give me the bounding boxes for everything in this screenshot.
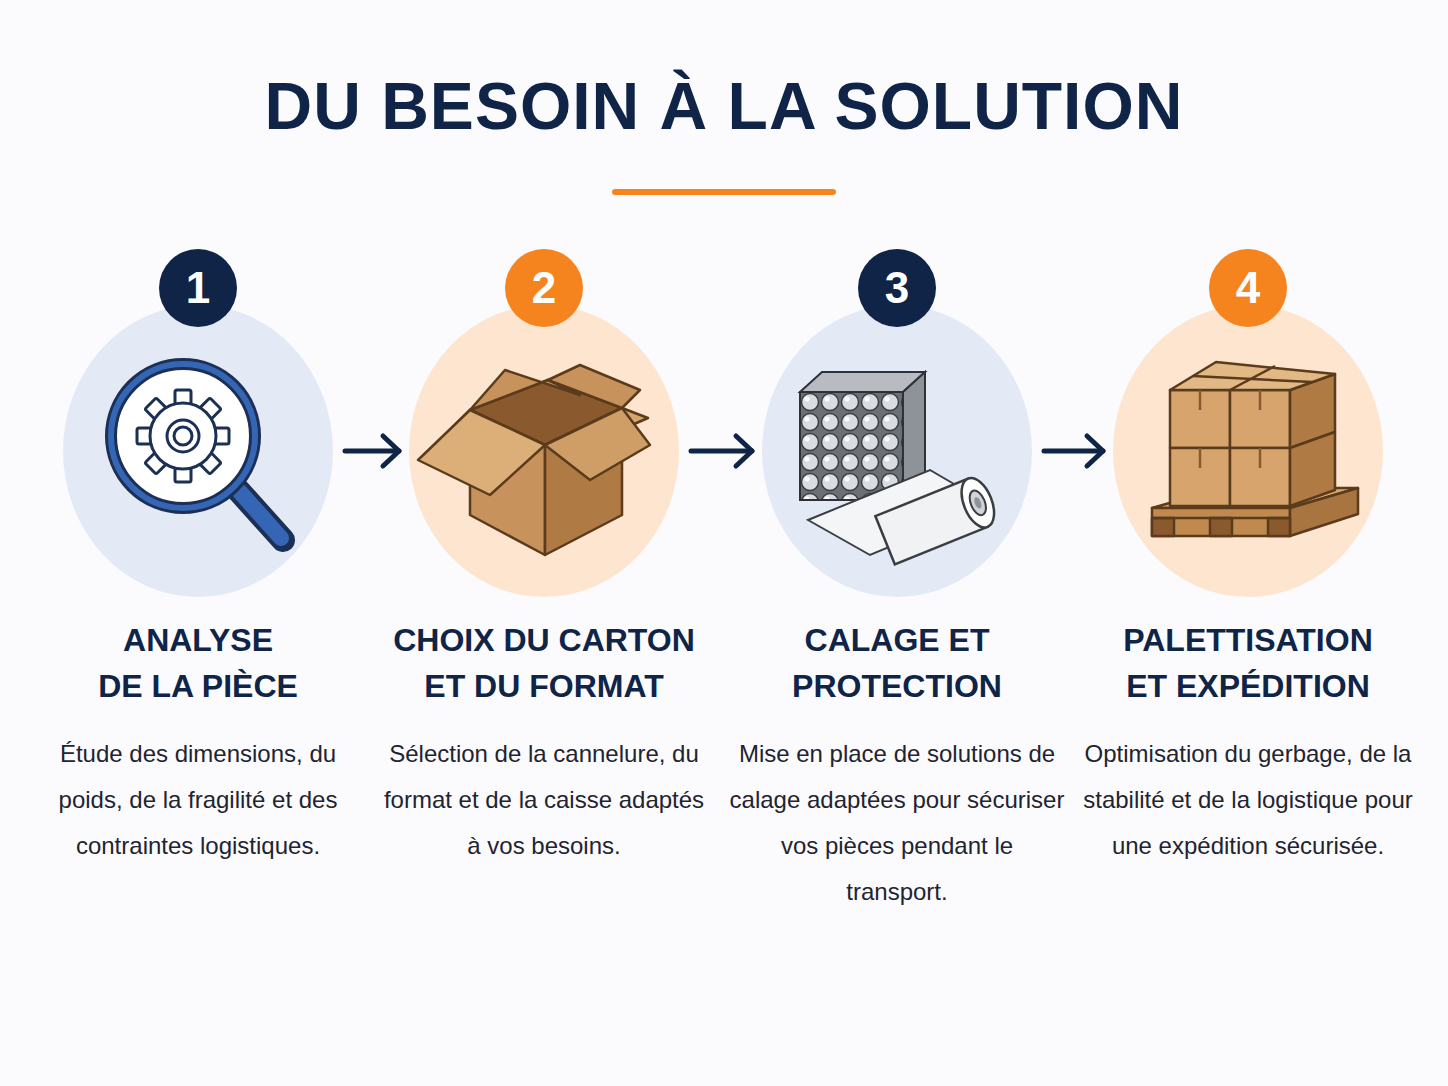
- step-heading: PALETTISATION ET EXPÉDITION: [1078, 617, 1418, 709]
- flow-arrow: [691, 436, 752, 466]
- step-caption: CHOIX DU CARTON ET DU FORMAT Sélection de…: [374, 617, 714, 869]
- step-heading: CALAGE ET PROTECTION: [727, 617, 1067, 709]
- title: DU BESOIN À LA SOLUTION: [0, 68, 1448, 144]
- step-description: Sélection de la cannelure, du format et …: [374, 731, 714, 869]
- step-heading: CHOIX DU CARTON ET DU FORMAT: [374, 617, 714, 709]
- step-number-badge: 1: [159, 249, 237, 327]
- step-caption: PALETTISATION ET EXPÉDITION Optimisation …: [1078, 617, 1418, 869]
- step-circle: PALETTISATION ET EXPÉDITIONOptimisation …: [1113, 305, 1383, 597]
- step-circle: ANALYSE DE LA PIÈCEÉtude des dimensions,…: [63, 305, 333, 597]
- step-number: 3: [885, 266, 909, 310]
- flow-arrow: [345, 436, 399, 466]
- step-number: 1: [186, 266, 210, 310]
- title-underline: [612, 189, 836, 195]
- flow-arrow: [1044, 436, 1103, 466]
- step-circle: CHOIX DU CARTON ET DU FORMATSélection de…: [409, 305, 679, 597]
- step-circle: CALAGE ET PROTECTIONMise en place de sol…: [762, 305, 1032, 597]
- step-number-badge: 4: [1209, 249, 1287, 327]
- step-number-badge: 3: [858, 249, 936, 327]
- step-description: Étude des dimensions, du poids, de la fr…: [28, 731, 368, 869]
- step-description: Optimisation du gerbage, de la stabilité…: [1078, 731, 1418, 869]
- step-number: 2: [532, 266, 556, 310]
- step-caption: ANALYSE DE LA PIÈCE Étude des dimensions,…: [28, 617, 368, 869]
- step-description: Mise en place de solutions de calage ada…: [727, 731, 1067, 915]
- step-number-badge: 2: [505, 249, 583, 327]
- step-heading: ANALYSE DE LA PIÈCE: [28, 617, 368, 709]
- step-number: 4: [1236, 266, 1260, 310]
- step-caption: CALAGE ET PROTECTION Mise en place de sol…: [727, 617, 1067, 915]
